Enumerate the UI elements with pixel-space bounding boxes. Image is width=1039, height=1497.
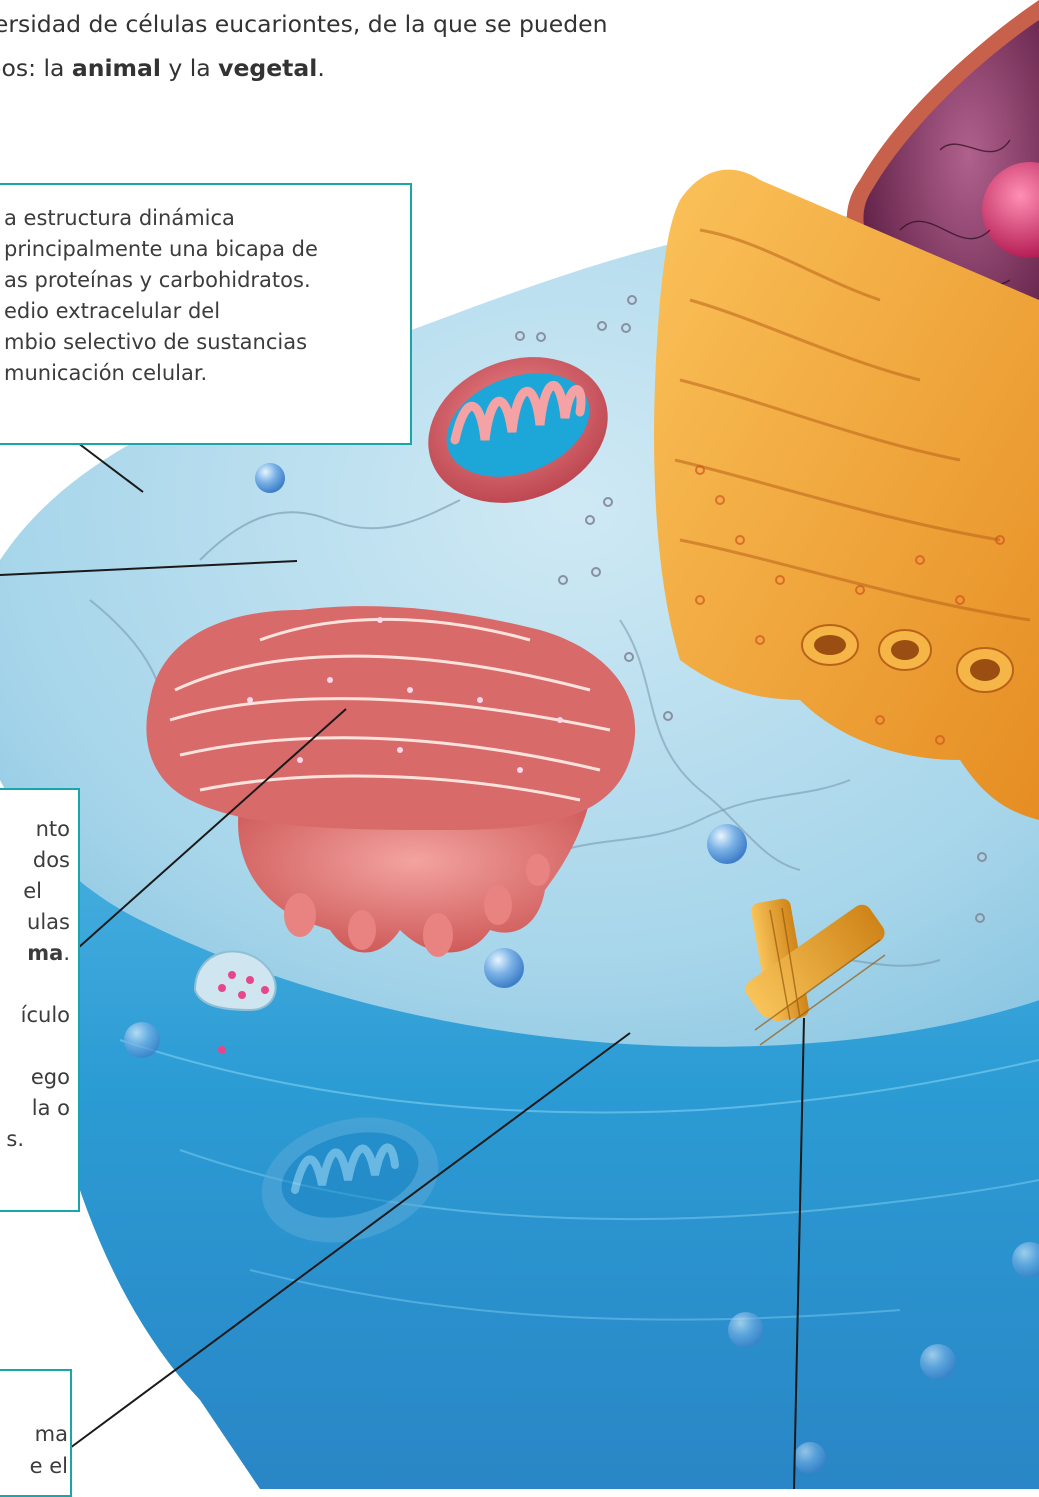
- membrane-line-6: municación celular.: [4, 358, 318, 389]
- golgi-line-4: ulas: [27, 907, 70, 938]
- golgi-description-box: nto dos el ulas ma. ículo ego la o s.: [0, 788, 80, 1212]
- golgi-line-5: ma.: [27, 938, 70, 969]
- golgi-line-7: ego: [31, 1062, 70, 1093]
- membrane-line-2: principalmente una bicapa de: [4, 234, 318, 265]
- golgi-line-3: el: [23, 876, 42, 907]
- membrane-line-1: a estructura dinámica: [4, 203, 318, 234]
- membrane-line-5: mbio selectivo de sustancias: [4, 327, 318, 358]
- golgi-line-6: ículo: [21, 1000, 70, 1031]
- golgi-line-2: dos: [33, 845, 70, 876]
- golgi-line-1: nto: [36, 814, 70, 845]
- cyto-line-1: ma: [35, 1419, 68, 1450]
- cytoplasm-description-box: ma e el: [0, 1369, 72, 1497]
- membrane-line-3: as proteínas y carbohidratos.: [4, 265, 318, 296]
- golgi-line-8: la o: [32, 1093, 70, 1124]
- membrane-line-4: edio extracelular del: [4, 296, 318, 327]
- cyto-line-2: e el: [30, 1451, 68, 1482]
- golgi-line-9: s.: [6, 1124, 24, 1155]
- membrane-description-box: a estructura dinámica principalmente una…: [0, 183, 412, 445]
